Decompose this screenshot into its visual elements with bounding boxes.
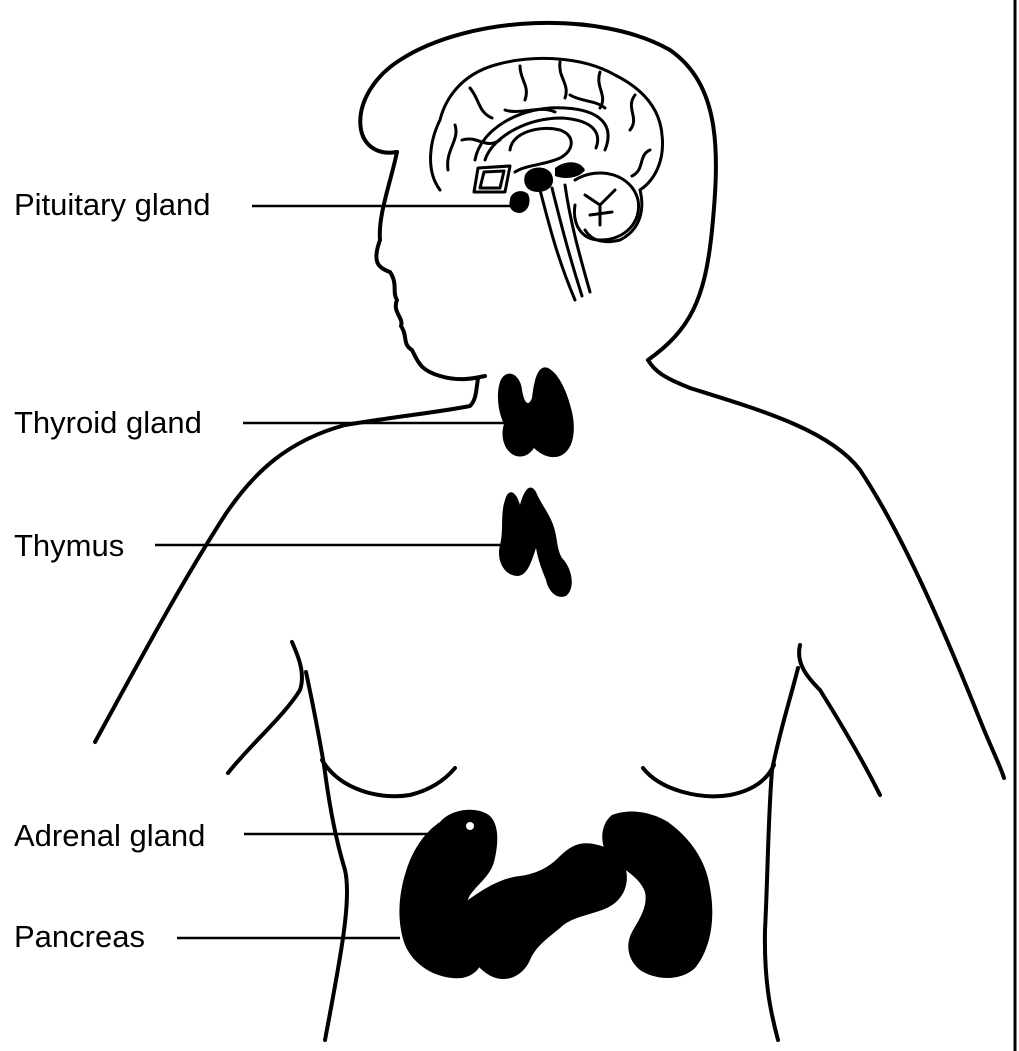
corpus-callosum (473, 106, 610, 162)
label-thymus: Thymus (14, 528, 124, 563)
right-inner-arm (797, 643, 882, 797)
pituitary-body (509, 191, 530, 213)
right-torso (762, 666, 800, 1042)
label-pancreas: Pancreas (14, 919, 145, 954)
neck-left (343, 376, 480, 427)
adrenal-gland-shape (399, 809, 498, 979)
label-thyroid-gland: Thyroid gland (14, 405, 202, 440)
pineal (555, 162, 585, 178)
adrenal-spot (466, 822, 474, 830)
cerebellum-folds (583, 188, 617, 227)
thalamus (472, 164, 512, 194)
left-inner-arm (226, 640, 304, 775)
label-adrenal-gland: Adrenal gland (14, 818, 205, 853)
adrenal-pancreas-group (399, 809, 713, 980)
right-breast (641, 763, 776, 799)
right-kidney-shape (602, 811, 713, 978)
cerebellum (572, 171, 641, 242)
left-torso (304, 670, 350, 1042)
right-shoulder (688, 386, 1006, 780)
brain (429, 56, 665, 302)
left-breast (320, 758, 457, 799)
label-pituitary-gland: Pituitary gland (14, 187, 210, 222)
face-profile (374, 150, 487, 382)
brainstem (538, 183, 592, 302)
thalamus-inner (478, 169, 506, 190)
ventricle (508, 126, 573, 174)
thymus-shape (498, 487, 572, 597)
neck-right (646, 358, 692, 390)
pancreas-shape (464, 843, 627, 980)
body-outline (93, 20, 1006, 1042)
thyroid-gland-shape (497, 367, 574, 458)
brain-outline (429, 56, 665, 244)
left-shoulder (93, 423, 347, 744)
head-outline (358, 20, 718, 362)
hypothalamus (524, 167, 554, 192)
